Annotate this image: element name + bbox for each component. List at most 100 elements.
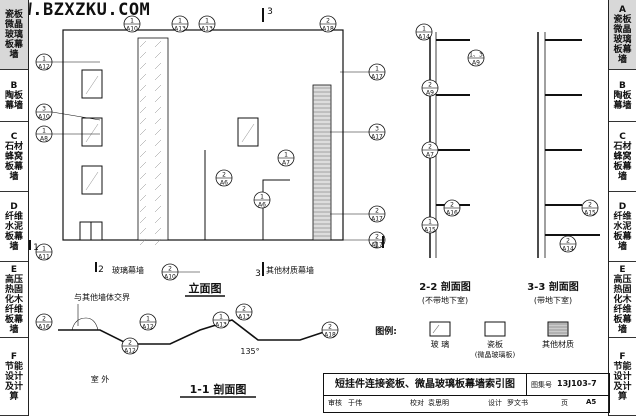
section33-subtitle: (带地下室) <box>534 295 572 305</box>
glass-hatch <box>154 117 162 125</box>
glass-hatch <box>154 95 162 103</box>
callout-sheet: A13 <box>238 314 250 321</box>
glass-hatch <box>139 216 147 224</box>
page-number: A5 <box>586 398 597 406</box>
section11-wall-outline <box>58 319 331 345</box>
right-tab-c[interactable]: C 石材 蜂窝 板幕 墙 <box>609 122 636 192</box>
callout-sheet: A14 <box>562 246 574 253</box>
glass-hatch <box>154 150 162 158</box>
callout-sheet: A16 <box>446 210 458 217</box>
angle-label: 135° <box>240 347 259 356</box>
callout-number: 1 <box>205 18 209 25</box>
window-hatch <box>85 123 99 143</box>
callout-number: 2 <box>566 238 570 245</box>
callout-sheet: A14 <box>418 34 430 41</box>
glass-hatch <box>139 172 147 180</box>
callout-number: 2 <box>375 234 379 241</box>
legend-title: 图例: <box>375 325 397 337</box>
callout-sheet: A17 <box>371 134 383 141</box>
window-hatch <box>241 123 255 143</box>
glass-hatch <box>154 216 162 224</box>
callout-number: 2 <box>326 18 330 25</box>
callout-number: 1 <box>178 18 182 25</box>
elevation-callout-mid: 1A7 <box>277 149 295 167</box>
callout-number: 2 <box>450 202 454 209</box>
callout-number: 1 <box>428 219 432 226</box>
callout-number: 2 <box>168 266 172 273</box>
right-tab-a[interactable]: A 瓷板 微晶 玻璃 板幕 墙 <box>609 0 636 70</box>
callout-sheet: A10 <box>38 114 50 121</box>
left-tab-a[interactable]: 瓷板 微晶 玻璃 板幕 墙 <box>0 0 28 70</box>
legend-label: 瓷板 <box>487 339 503 349</box>
legend-swatch-glass <box>429 321 451 337</box>
glass-hatch <box>139 106 147 114</box>
callout-sheet: A12 <box>124 348 136 355</box>
section-mark: 1 <box>373 241 379 251</box>
door-swing <box>71 317 87 331</box>
design-label: 设计 <box>488 399 502 407</box>
title-block: 短挂件连接瓷板、微晶玻璃板幕墙索引图 图集号 13J103-7 审核 于伟 校对… <box>323 373 610 413</box>
glass-hatch <box>154 161 162 169</box>
glass-hatch <box>139 62 147 70</box>
other-material-label: 其他材质幕墙 <box>266 265 314 275</box>
callout-number: 2 <box>328 324 332 331</box>
callout-sheet: A13 <box>174 26 186 33</box>
glass-hatch <box>139 84 147 92</box>
callout-number: 1 <box>219 314 223 321</box>
window <box>81 69 103 99</box>
callout-sheet: A18 <box>322 26 334 33</box>
glass-hatch <box>154 106 162 114</box>
glass-curtain-wall <box>137 37 169 241</box>
design-name: 罗文书 <box>507 399 528 407</box>
callout-sheet: A7 <box>426 152 434 159</box>
glass-hatch <box>139 40 147 48</box>
glass-hatch <box>139 161 147 169</box>
callout-sheet: A17 <box>371 242 383 249</box>
right-tab-e[interactable]: E 高压 热固 化木 纤维 板幕 墙 <box>609 262 636 338</box>
glass-hatch <box>139 194 147 202</box>
left-tab-d[interactable]: D 纤维 水泥 板幕 墙 <box>0 192 28 262</box>
section22-title: 2-2 剖面图 <box>419 280 471 293</box>
window-hatch <box>85 171 99 191</box>
right-tab-d[interactable]: D 纤维 水泥 板幕 墙 <box>609 192 636 262</box>
section-mark: 3 <box>255 269 261 279</box>
glass-hatch <box>139 73 147 81</box>
glass-hatch <box>139 183 147 191</box>
callout-sheet: A12 <box>38 64 50 71</box>
callout-sheet: A10 <box>164 274 176 281</box>
callout-number: 1 <box>422 26 426 33</box>
left-tab-c[interactable]: C 石材 蜂窝 板幕 墙 <box>0 122 28 192</box>
section33-title: 3-3 剖面图 <box>527 280 579 293</box>
callout-sheet: A15 <box>424 227 436 234</box>
legend-label: 其他材质 <box>542 339 574 349</box>
callout-sheet: A18 <box>324 332 336 339</box>
review-name: 于伟 <box>348 399 362 407</box>
callout-number: 1 <box>42 128 46 135</box>
glass-hatch <box>139 227 147 235</box>
glass-hatch <box>154 40 162 48</box>
callout-sheet: A9 <box>426 90 434 97</box>
callout-sheet: A12 <box>142 324 154 331</box>
right-tab-b[interactable]: B 陶板 幕墙 <box>609 70 636 122</box>
check-label: 校对 <box>410 399 424 407</box>
glass-hatch <box>154 238 162 246</box>
glass-hatch <box>154 62 162 70</box>
glass-hatch <box>139 205 147 213</box>
callout-sheet: A17 <box>371 216 383 223</box>
drawing-title: 短挂件连接瓷板、微晶玻璃板幕墙索引图 <box>324 374 527 396</box>
left-tab-e[interactable]: E 高压 热固 化木 纤维 板幕 墙 <box>0 262 28 338</box>
left-tab-b[interactable]: B 陶板 幕墙 <box>0 70 28 122</box>
section22-callout: 2A7 <box>421 141 439 159</box>
